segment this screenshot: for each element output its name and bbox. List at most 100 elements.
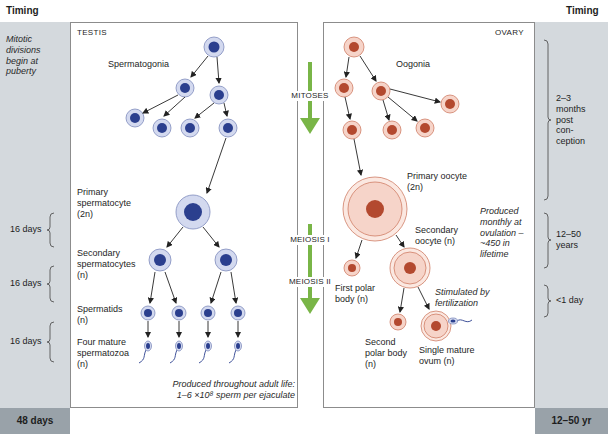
stage-label: MITOSES	[289, 91, 330, 101]
cell-nucleus	[339, 83, 349, 93]
cell-label: Four mature spermatozoa (n)	[77, 337, 139, 369]
sperm-tail	[457, 320, 472, 322]
text-slot: Primary spermatocyte (2n)	[77, 187, 142, 219]
duration-label: <1 day	[556, 295, 583, 306]
text-slot: Second polar body (n)	[365, 337, 413, 369]
text-slot: Timing	[566, 5, 599, 17]
division-arrow	[238, 321, 239, 337]
stage-label: MEIOSIS I	[288, 235, 332, 245]
oogonium-cell	[416, 119, 434, 137]
oogonium-cell	[372, 82, 390, 100]
stage-label: MEIOSIS II	[287, 277, 333, 287]
division-arrow	[165, 272, 176, 303]
timing-column: TimingMitotic divisions begin at puberty…	[0, 22, 70, 434]
division-arrow	[207, 138, 226, 193]
primary-spermatocyte-cell	[176, 195, 210, 229]
spermatogonium-cell	[176, 79, 194, 97]
text-slot: 48 days	[0, 408, 70, 434]
cell-nucleus	[185, 123, 195, 133]
cell-nucleus	[223, 123, 233, 133]
polar-body-cell	[344, 260, 360, 276]
sperm-head	[235, 341, 242, 351]
cell-nucleus	[347, 125, 357, 135]
spermatid-cell	[201, 306, 215, 320]
total-time-bar: 12–50 yr	[535, 408, 608, 434]
duration-label: 16 days	[10, 224, 42, 235]
primary-oocyte-cell	[348, 182, 402, 236]
text-slot: Spermatogonia	[108, 59, 169, 70]
division-arrow	[356, 240, 362, 258]
panel-title: TESTIS	[77, 28, 107, 38]
polar-body-cell	[390, 314, 406, 330]
duration-label: 2–3 months post con- ception	[556, 93, 591, 147]
timing-brace	[544, 213, 551, 268]
text-slot: <1 day	[556, 295, 583, 306]
cell-nucleus	[175, 309, 183, 317]
sperm-nucleus	[177, 343, 181, 349]
sperm-head	[145, 341, 152, 351]
cell-label: Primary oocyte (2n)	[407, 171, 471, 193]
annotation: Produced monthly at ovulation – ~450 in …	[480, 206, 532, 260]
division-arrow	[148, 321, 149, 337]
division-arrow	[191, 56, 208, 77]
cell-nucleus	[180, 83, 190, 93]
cell-nucleus	[220, 254, 232, 266]
division-arrow	[143, 95, 178, 113]
text-slot: Primary oocyte (2n)	[407, 171, 471, 193]
sperm-nucleus	[146, 343, 150, 349]
division-arrow	[231, 272, 236, 303]
cell-label: Primary spermatocyte (2n)	[77, 187, 142, 219]
cell-label: Spermatogonia	[108, 59, 169, 70]
cell-nucleus	[387, 125, 397, 135]
sperm-head	[449, 318, 458, 324]
cell-nucleus	[420, 123, 430, 133]
cell-nucleus	[157, 123, 167, 133]
sperm-tail	[139, 350, 146, 363]
division-arrow	[208, 321, 209, 337]
text-slot: Stimulated by fertilization	[435, 287, 497, 309]
spermatogonium-cell	[210, 86, 228, 104]
sperm-nucleus	[236, 343, 240, 349]
cell-nucleus	[366, 200, 384, 218]
text-slot: 16 days	[10, 336, 42, 347]
total-duration: 48 days	[0, 408, 70, 434]
ovary-panel: OVARYOogoniaPrimary oocyte (2n)Secondary…	[323, 22, 535, 408]
cell-label: Secondary oocyte (n)	[415, 225, 463, 247]
text-slot: Secondary oocyte (n)	[415, 225, 463, 247]
division-arrow	[164, 97, 185, 116]
cell-nucleus	[209, 42, 220, 53]
timing-brace	[47, 266, 54, 302]
annotation: Stimulated by fertilization	[435, 287, 497, 309]
cell-label: First polar body (n)	[335, 283, 380, 305]
column-heading: Timing	[566, 5, 599, 17]
text-slot: 12–50 years	[556, 229, 591, 251]
timing-note: Mitotic divisions begin at puberty	[6, 34, 60, 77]
annotation: Produced throughout adult life: 1–6 ×10⁸…	[161, 379, 295, 401]
text-slot: 12–50 yr	[535, 408, 608, 434]
mitosis-arrow-head	[300, 118, 320, 134]
sperm-tail	[229, 350, 236, 363]
text-slot: Oogonia	[396, 59, 430, 70]
division-arrow	[360, 56, 376, 81]
spermatid-cell	[172, 306, 186, 320]
text-slot: 2–3 months post con- ception	[556, 93, 591, 147]
secondary-spermatocyte-cell	[149, 249, 171, 271]
cell-nucleus	[204, 309, 212, 317]
text-slot: 16 days	[10, 224, 42, 235]
oogonium-cell	[335, 79, 353, 97]
oogonium-cell	[344, 37, 364, 57]
spermatogonium-cell	[219, 119, 237, 137]
division-arrow	[211, 272, 221, 303]
cell-label: Single mature ovum (n)	[419, 345, 479, 367]
timing-brace	[47, 322, 54, 362]
oogonium-cell	[343, 121, 361, 139]
duration-label: 12–50 years	[556, 229, 591, 251]
timing-brace	[544, 40, 551, 200]
duration-label: 16 days	[10, 278, 42, 289]
spermatid-cell	[141, 306, 155, 320]
ovum-cell	[424, 314, 448, 338]
text-slot: TESTIS	[77, 28, 107, 38]
oogonium-cell	[383, 121, 401, 139]
cell-nucleus	[144, 309, 152, 317]
cell-nucleus	[348, 264, 356, 272]
